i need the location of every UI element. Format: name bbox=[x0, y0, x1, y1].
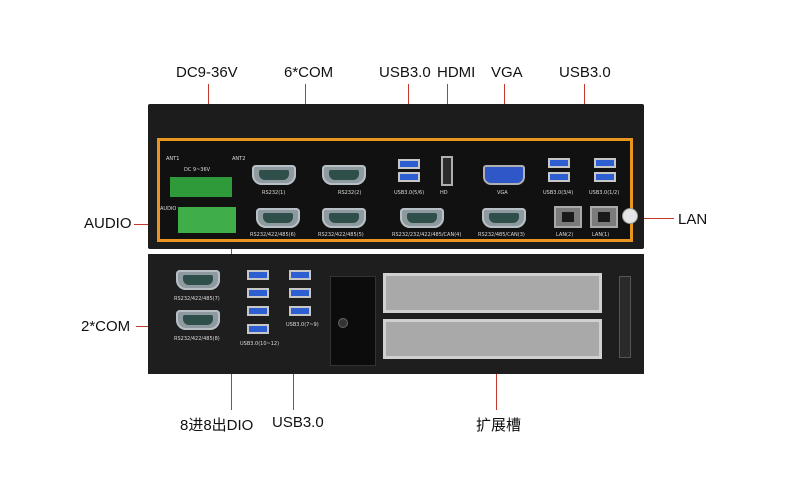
usb-port-4[interactable] bbox=[548, 172, 570, 182]
lan2-port[interactable] bbox=[554, 206, 582, 228]
lan2-label: LAN(2) bbox=[556, 232, 574, 238]
com8-label: RS232/422/485(8) bbox=[174, 336, 220, 342]
com3-label: RS232/485/CAN(3) bbox=[478, 232, 525, 238]
com6-label: RS232/422/485(6) bbox=[250, 232, 296, 238]
callout-audio: AUDIO bbox=[84, 215, 132, 232]
expansion-bracket bbox=[330, 276, 376, 366]
leader-lan bbox=[626, 218, 674, 219]
usb12-label: USB3.0(1/2) bbox=[589, 190, 620, 196]
usb-port-10[interactable] bbox=[247, 270, 269, 280]
com5-port[interactable] bbox=[322, 208, 366, 228]
lan1-label: LAN(1) bbox=[592, 232, 610, 238]
hd-label: HD bbox=[440, 190, 448, 196]
com5-label: RS232/422/485(5) bbox=[318, 232, 364, 238]
com6-port[interactable] bbox=[256, 208, 300, 228]
com7-label: RS232/422/485(7) bbox=[174, 296, 220, 302]
usb-port-2[interactable] bbox=[594, 172, 616, 182]
dc-terminal[interactable] bbox=[170, 177, 232, 197]
callout-usb30-bottom: USB3.0 bbox=[272, 414, 324, 431]
com4-port[interactable] bbox=[400, 208, 444, 228]
usb-port-6[interactable] bbox=[398, 172, 420, 182]
io-panel bbox=[157, 138, 633, 242]
rs232-1-port[interactable] bbox=[252, 165, 296, 185]
callout-lan: LAN bbox=[678, 211, 708, 228]
usb-port-3[interactable] bbox=[548, 158, 570, 168]
rs232-2-label: RS232(2) bbox=[338, 190, 362, 196]
vga-port[interactable] bbox=[483, 165, 525, 185]
usb-port-7[interactable] bbox=[289, 270, 311, 280]
usb79-label: USB3.0(7~9) bbox=[286, 322, 319, 328]
rs232-1-label: RS232(1) bbox=[262, 190, 286, 196]
usb-port-5[interactable] bbox=[398, 159, 420, 169]
usb-port-13[interactable] bbox=[247, 324, 269, 334]
dio-terminal[interactable] bbox=[178, 207, 236, 233]
slot-bracket-right bbox=[619, 276, 631, 358]
usb-port-8[interactable] bbox=[289, 288, 311, 298]
usb-port-1[interactable] bbox=[594, 158, 616, 168]
callout-6com: 6*COM bbox=[284, 64, 334, 81]
com3-port[interactable] bbox=[482, 208, 526, 228]
com7-port[interactable] bbox=[176, 270, 220, 290]
leader-usb-right bbox=[584, 84, 585, 118]
usb34-label: USB3.0(3/4) bbox=[543, 190, 574, 196]
usb-port-12[interactable] bbox=[247, 306, 269, 316]
hdmi-port[interactable] bbox=[441, 156, 453, 186]
ant2-label: ANT2 bbox=[232, 156, 246, 162]
ground-screw-icon bbox=[622, 208, 638, 224]
callout-dio: 8进8出DIO bbox=[180, 417, 254, 434]
callout-2com: 2*COM bbox=[81, 318, 131, 335]
usb1012-label: USB3.0(10~12) bbox=[240, 341, 280, 347]
callout-vga: VGA bbox=[491, 64, 523, 81]
audio-label: AUDIO bbox=[160, 206, 177, 212]
usb-port-11[interactable] bbox=[247, 288, 269, 298]
leader-usb-bottom bbox=[293, 350, 294, 410]
callout-usb30-right: USB3.0 bbox=[559, 64, 611, 81]
rs232-2-port[interactable] bbox=[322, 165, 366, 185]
bracket-screw-icon bbox=[338, 318, 348, 328]
vga-label: VGA bbox=[497, 190, 508, 196]
expansion-slot-2 bbox=[383, 319, 602, 359]
usb56-label: USB3.0(5/6) bbox=[394, 190, 425, 196]
ant1-label: ANT1 bbox=[166, 156, 180, 162]
com8-port[interactable] bbox=[176, 310, 220, 330]
dc-label: DC 9~36V bbox=[184, 167, 211, 173]
expansion-slot-1 bbox=[383, 273, 602, 313]
callout-expansion: 扩展槽 bbox=[476, 417, 522, 434]
callout-dc: DC9-36V bbox=[176, 64, 238, 81]
lan1-port[interactable] bbox=[590, 206, 618, 228]
com4-label: RS232/232/422/485/CAN(4) bbox=[392, 232, 462, 238]
callout-hdmi: HDMI bbox=[437, 64, 476, 81]
callout-usb30-top: USB3.0 bbox=[379, 64, 431, 81]
usb-port-9[interactable] bbox=[289, 306, 311, 316]
